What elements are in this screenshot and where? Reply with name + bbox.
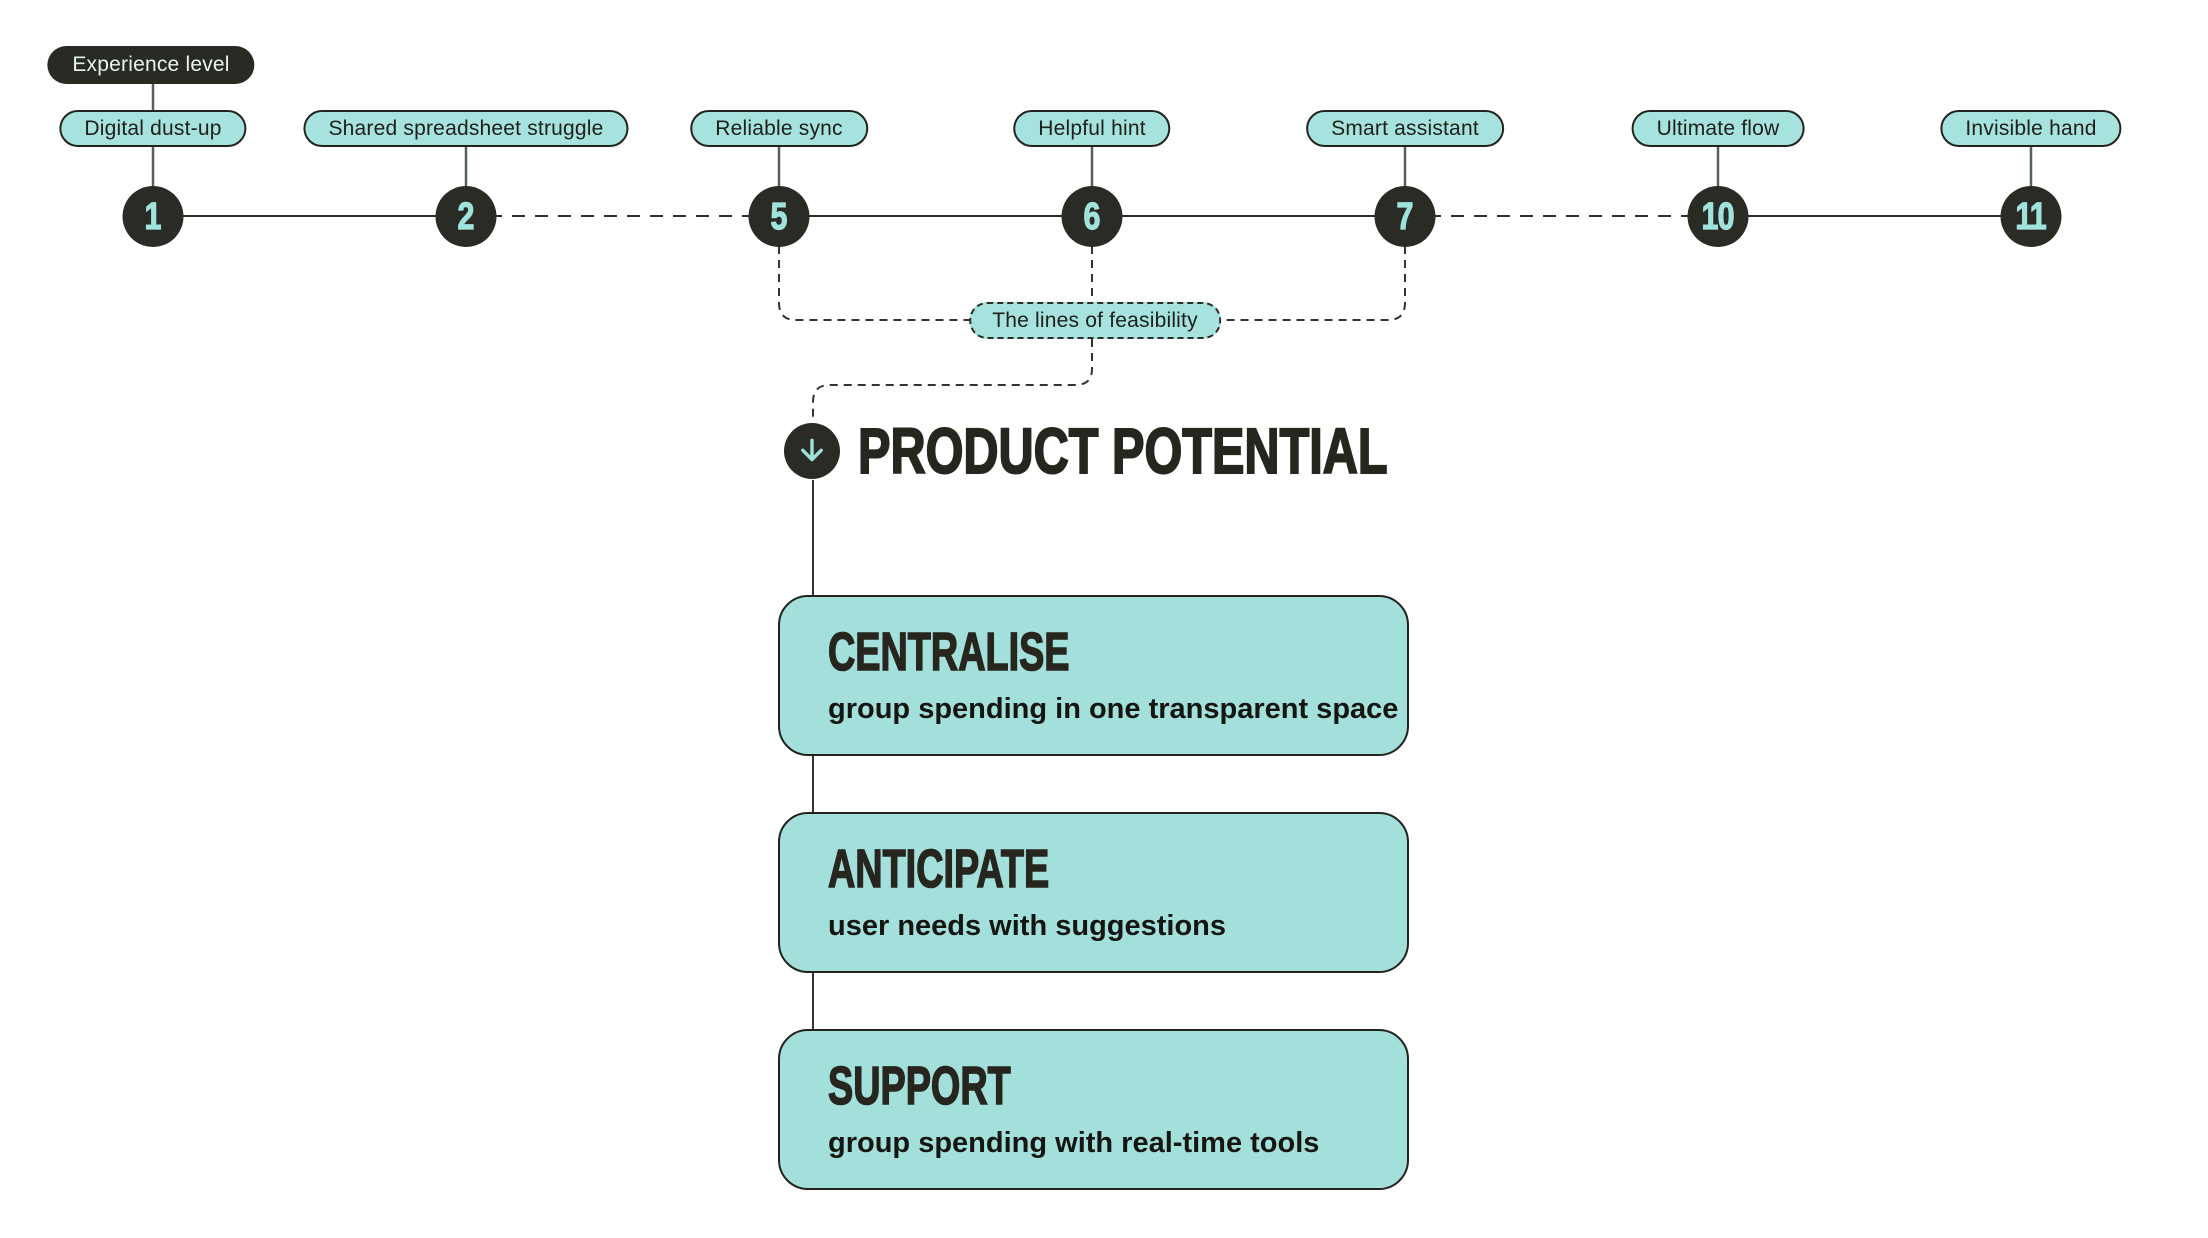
card-title: SUPPORT <box>827 1056 1011 1116</box>
timeline-label-digital-dust-up: Digital dust-up <box>59 110 247 147</box>
timeline-label-smart-assistant: Smart assistant <box>1306 110 1504 147</box>
timeline-label-ultimate-flow: Ultimate flow <box>1631 110 1805 147</box>
node-number: 10 <box>1701 195 1735 238</box>
experience-level-label: Experience level <box>72 53 230 76</box>
card-title: CENTRALISE <box>827 622 1070 682</box>
timeline-node-11: 11 <box>2000 186 2062 247</box>
label-text: Shared spreadsheet struggle <box>328 116 604 140</box>
label-text: Invisible hand <box>1965 116 2097 140</box>
timeline-node-1: 1 <box>122 186 184 247</box>
timeline-node-2: 2 <box>435 186 497 247</box>
product-potential-title: PRODUCT POTENTIAL <box>857 415 1388 487</box>
timeline-node-10: 10 <box>1687 186 1749 247</box>
label-text: Smart assistant <box>1331 116 1479 140</box>
node-number: 11 <box>2015 195 2047 238</box>
timeline-node-5: 5 <box>748 186 810 247</box>
feasibility-badge: The lines of feasibility <box>969 302 1221 339</box>
node-number: 2 <box>457 195 475 238</box>
timeline-node-6: 6 <box>1061 186 1123 247</box>
timeline-label-helpful-hint: Helpful hint <box>1013 110 1171 147</box>
node-number: 5 <box>770 195 788 238</box>
card-subtitle: user needs with suggestions <box>828 910 1227 942</box>
card-support: SUPPORT group spending with real-time to… <box>778 1029 1409 1190</box>
label-text: Digital dust-up <box>84 116 222 140</box>
card-title: ANTICIPATE <box>827 839 1050 899</box>
timeline-label-invisible-hand: Invisible hand <box>1940 110 2122 147</box>
down-arrow-icon <box>801 438 823 462</box>
feasibility-label: The lines of feasibility <box>992 308 1198 332</box>
node-number: 1 <box>144 195 162 238</box>
timeline-label-reliable-sync: Reliable sync <box>690 110 868 147</box>
card-subtitle: group spending in one transparent space <box>828 693 1399 725</box>
timeline-node-7: 7 <box>1374 186 1436 247</box>
label-text: Helpful hint <box>1038 116 1146 140</box>
card-anticipate: ANTICIPATE user needs with suggestions <box>778 812 1409 973</box>
node-number: 7 <box>1396 195 1414 238</box>
label-text: Ultimate flow <box>1656 116 1780 140</box>
experience-level-badge: Experience level <box>47 46 255 84</box>
card-subtitle: group spending with real-time tools <box>828 1127 1320 1159</box>
card-centralise: CENTRALISE group spending in one transpa… <box>778 595 1409 756</box>
label-text: Reliable sync <box>715 116 843 140</box>
node-number: 6 <box>1083 195 1101 238</box>
timeline-label-shared-spreadsheet-struggle: Shared spreadsheet struggle <box>303 110 629 147</box>
down-arrow-circle <box>784 423 840 479</box>
